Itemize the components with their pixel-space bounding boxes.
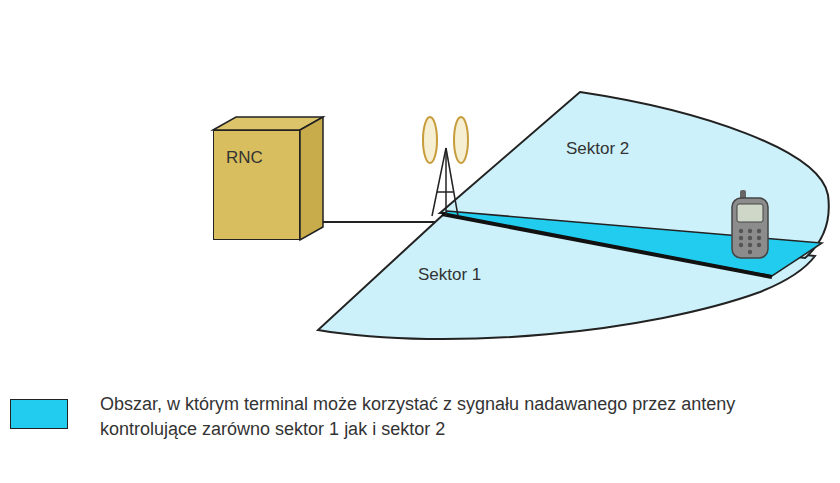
- legend-swatch: [10, 399, 68, 429]
- antenna-tower: [432, 148, 458, 216]
- box-side: [300, 117, 323, 240]
- phone-icon: [732, 190, 768, 258]
- antenna: [454, 117, 468, 163]
- sector-border: [442, 214, 772, 277]
- sector-label-area: Sektor 2: [566, 138, 629, 160]
- sector-label: Sektor 2: [566, 138, 629, 160]
- sector-label-area: Sektor 1: [418, 264, 481, 286]
- antenna: [423, 117, 437, 163]
- legend-text: Obszar, w którym terminal może korzystać…: [100, 392, 800, 442]
- box-label: RNC: [226, 147, 299, 169]
- sector-label: Sektor 1: [418, 264, 481, 286]
- server-box: RNC: [213, 130, 300, 240]
- wire: [323, 221, 441, 223]
